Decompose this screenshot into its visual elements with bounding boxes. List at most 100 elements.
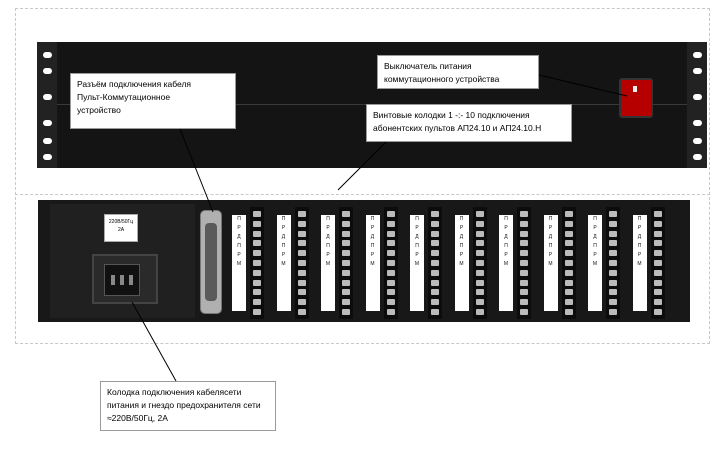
terminal-screw[interactable] <box>253 309 261 315</box>
terminal-screw[interactable] <box>475 240 484 247</box>
terminal-screw[interactable] <box>653 289 662 296</box>
terminal-screw[interactable] <box>564 211 573 217</box>
terminal-screw[interactable] <box>653 309 662 315</box>
terminal-screw[interactable] <box>431 260 439 266</box>
terminal-screw[interactable] <box>386 279 395 286</box>
terminal-screw[interactable] <box>520 240 528 247</box>
terminal-screw[interactable] <box>342 230 350 237</box>
terminal-screw[interactable] <box>342 279 350 286</box>
terminal-screw[interactable] <box>653 269 662 276</box>
terminal-screw[interactable] <box>386 289 395 296</box>
terminal-screw[interactable] <box>342 269 350 276</box>
terminal-screw[interactable] <box>297 250 306 257</box>
terminal-screw[interactable] <box>342 309 350 315</box>
terminal-screw[interactable] <box>297 309 306 315</box>
terminal-screw[interactable] <box>609 289 617 296</box>
terminal-screw[interactable] <box>475 299 484 306</box>
terminal-screw[interactable] <box>431 220 439 227</box>
terminal-screw[interactable] <box>342 220 350 227</box>
terminal-screw[interactable] <box>475 211 484 217</box>
terminal-screw[interactable] <box>653 240 662 247</box>
terminal-screw[interactable] <box>609 269 617 276</box>
terminal-screw[interactable] <box>297 240 306 247</box>
terminal-screw[interactable] <box>253 211 261 217</box>
terminal-screw[interactable] <box>386 299 395 306</box>
terminal-screw[interactable] <box>431 211 439 217</box>
terminal-screw[interactable] <box>431 299 439 306</box>
terminal-screw[interactable] <box>475 220 484 227</box>
cable-connector-dsub[interactable] <box>200 210 222 314</box>
terminal-screw[interactable] <box>609 211 617 217</box>
terminal-screw[interactable] <box>386 269 395 276</box>
terminal-screw[interactable] <box>520 250 528 257</box>
terminal-screw[interactable] <box>475 230 484 237</box>
terminal-screw[interactable] <box>431 309 439 315</box>
terminal-screw[interactable] <box>253 220 261 227</box>
terminal-screw[interactable] <box>520 299 528 306</box>
terminal-screw[interactable] <box>520 279 528 286</box>
terminal-screw[interactable] <box>520 309 528 315</box>
terminal-screw[interactable] <box>297 220 306 227</box>
terminal-screw[interactable] <box>609 220 617 227</box>
terminal-screw[interactable] <box>253 230 261 237</box>
terminal-screw[interactable] <box>653 211 662 217</box>
terminal-screw[interactable] <box>253 240 261 247</box>
terminal-screw[interactable] <box>386 230 395 237</box>
terminal-screw[interactable] <box>342 260 350 266</box>
terminal-screw[interactable] <box>386 220 395 227</box>
terminal-screw[interactable] <box>564 269 573 276</box>
terminal-screw[interactable] <box>520 230 528 237</box>
terminal-screw[interactable] <box>564 240 573 247</box>
terminal-screw[interactable] <box>609 250 617 257</box>
terminal-screw[interactable] <box>253 269 261 276</box>
terminal-screw[interactable] <box>342 289 350 296</box>
terminal-screw[interactable] <box>653 260 662 266</box>
terminal-screw[interactable] <box>253 260 261 266</box>
terminal-screw[interactable] <box>342 211 350 217</box>
terminal-screw[interactable] <box>386 211 395 217</box>
terminal-screw[interactable] <box>564 309 573 315</box>
terminal-screw[interactable] <box>475 309 484 315</box>
terminal-screw[interactable] <box>253 289 261 296</box>
terminal-screw[interactable] <box>609 279 617 286</box>
terminal-screw[interactable] <box>297 260 306 266</box>
terminal-screw[interactable] <box>253 279 261 286</box>
terminal-screw[interactable] <box>564 230 573 237</box>
terminal-screw[interactable] <box>431 269 439 276</box>
terminal-screw[interactable] <box>653 250 662 257</box>
terminal-screw[interactable] <box>386 240 395 247</box>
terminal-screw[interactable] <box>564 250 573 257</box>
terminal-screw[interactable] <box>297 230 306 237</box>
terminal-screw[interactable] <box>475 289 484 296</box>
terminal-screw[interactable] <box>253 250 261 257</box>
terminal-screw[interactable] <box>386 309 395 315</box>
terminal-screw[interactable] <box>342 250 350 257</box>
terminal-screw[interactable] <box>653 279 662 286</box>
terminal-screw[interactable] <box>297 269 306 276</box>
terminal-screw[interactable] <box>475 269 484 276</box>
terminal-screw[interactable] <box>653 230 662 237</box>
terminal-screw[interactable] <box>609 309 617 315</box>
terminal-screw[interactable] <box>653 220 662 227</box>
terminal-screw[interactable] <box>520 211 528 217</box>
terminal-screw[interactable] <box>564 279 573 286</box>
terminal-screw[interactable] <box>431 240 439 247</box>
terminal-screw[interactable] <box>564 260 573 266</box>
power-switch[interactable] <box>619 78 653 118</box>
terminal-screw[interactable] <box>564 289 573 296</box>
terminal-screw[interactable] <box>431 279 439 286</box>
terminal-screw[interactable] <box>653 299 662 306</box>
terminal-screw[interactable] <box>564 299 573 306</box>
terminal-screw[interactable] <box>475 250 484 257</box>
terminal-screw[interactable] <box>609 230 617 237</box>
terminal-screw[interactable] <box>386 260 395 266</box>
terminal-screw[interactable] <box>431 250 439 257</box>
